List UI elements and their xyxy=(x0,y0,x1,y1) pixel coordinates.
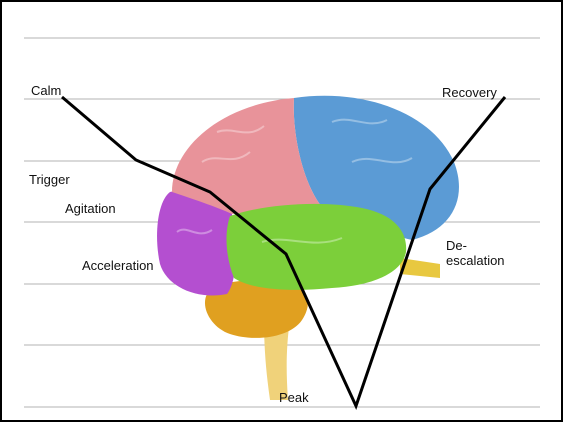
label-deescalation: De- escalation xyxy=(446,238,526,268)
label-acceleration: Acceleration xyxy=(82,258,154,273)
label-peak: Peak xyxy=(279,390,309,405)
label-trigger: Trigger xyxy=(29,172,70,187)
brain-image xyxy=(157,96,459,400)
label-agitation: Agitation xyxy=(65,201,116,216)
label-recovery: Recovery xyxy=(442,85,497,100)
temporal-lobe xyxy=(227,204,407,290)
label-calm: Calm xyxy=(31,83,61,98)
